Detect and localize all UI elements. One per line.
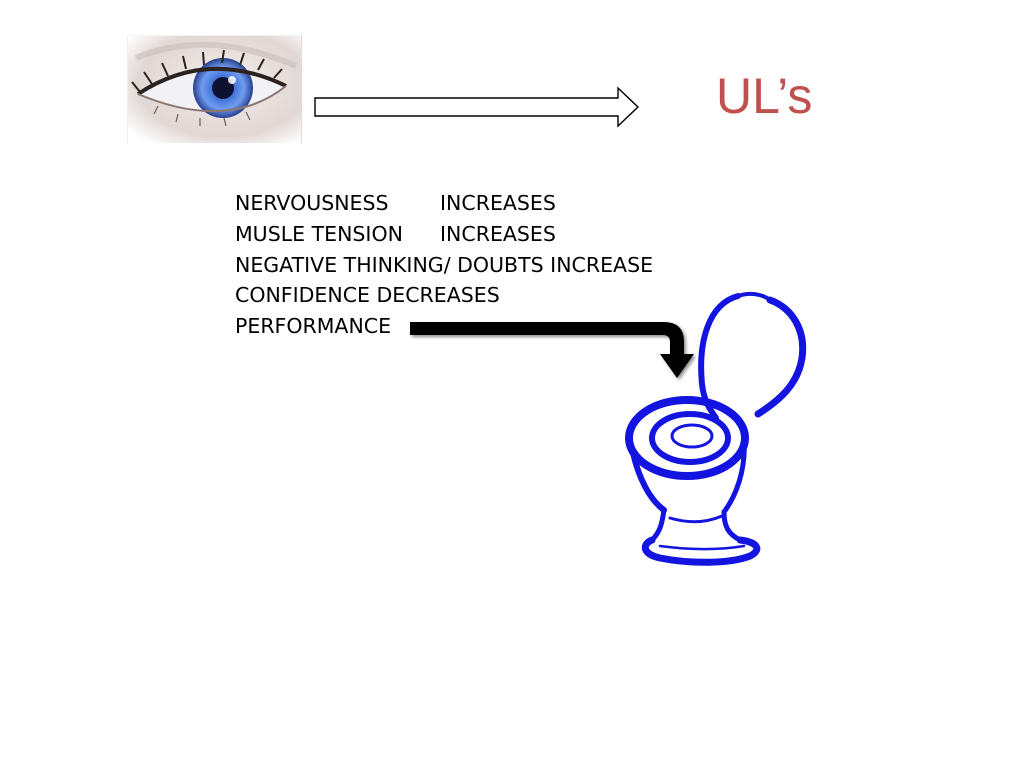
line-term: NERVOUSNESS: [235, 191, 389, 215]
list-item: NEGATIVE THINKING/ DOUBTS INCREASE: [235, 250, 715, 281]
list-item: PERFORMANCE: [235, 311, 715, 342]
slide-title: UL’s: [716, 68, 813, 124]
toilet-icon: [625, 291, 807, 566]
eye-icon: [128, 36, 301, 143]
line-term: MUSLE TENSION: [235, 221, 403, 246]
eye-image: [127, 35, 302, 143]
line-term: CONFIDENCE DECREASES: [235, 283, 500, 308]
line-term: PERFORMANCE: [235, 314, 392, 339]
list-item: MUSLE TENSION INCREASES: [235, 219, 715, 250]
effects-list: NERVOUSNESS INCREASES MUSLE TENSION INCR…: [235, 188, 715, 342]
bent-arrow-down-icon: [410, 322, 694, 378]
line-effect: INCREASES: [440, 191, 556, 215]
line-effect: INCREASES: [440, 221, 556, 246]
list-item: CONFIDENCE DECREASES: [235, 280, 715, 311]
list-item: NERVOUSNESS INCREASES: [235, 188, 715, 219]
arrow-right-outline-icon: [314, 86, 640, 128]
line-term: NEGATIVE THINKING/ DOUBTS INCREASE: [235, 252, 654, 277]
